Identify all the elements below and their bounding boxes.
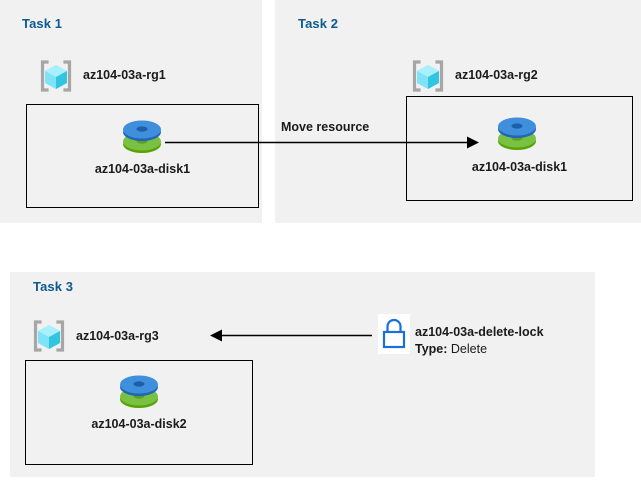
delete-lock-type: Type: Delete: [415, 342, 487, 356]
panel-task-3: [10, 272, 595, 477]
resource-container-task-2: [406, 96, 633, 201]
resource-group-label-rg3: az104-03a-rg3: [76, 329, 159, 343]
panel-task-1-title: Task 1: [22, 16, 63, 31]
managed-disk-icon: [120, 116, 164, 158]
panel-task-1: [0, 0, 262, 223]
managed-disk-icon: [117, 371, 161, 413]
padlock-icon: [378, 314, 410, 354]
resource-label-disk1-task-2: az104-03a-disk1: [471, 160, 568, 174]
delete-lock-arrow: [210, 329, 372, 342]
resource-label-disk2-task-3: az104-03a-disk2: [91, 417, 187, 431]
move-resource-arrow: [165, 136, 479, 149]
delete-lock-type-key: Type:: [415, 342, 448, 356]
resource-container-task-1: [26, 104, 259, 208]
resource-label-disk1-task-1: az104-03a-disk1: [94, 162, 191, 176]
panel-task-2: [275, 0, 641, 223]
resource-group-icon: [408, 56, 448, 96]
resource-group-icon: [29, 316, 69, 356]
delete-lock-name: az104-03a-delete-lock: [415, 325, 544, 339]
managed-disk-icon: [495, 113, 539, 155]
move-resource-label: Move resource: [281, 120, 370, 134]
resource-container-task-3: [25, 360, 253, 465]
resource-group-icon: [36, 56, 76, 96]
panel-task-2-title: Task 2: [298, 16, 339, 31]
delete-lock-type-value: Delete: [450, 342, 488, 356]
resource-group-label-rg2: az104-03a-rg2: [455, 68, 538, 82]
panel-task-3-title: Task 3: [33, 279, 74, 294]
resource-group-label-rg1: az104-03a-rg1: [83, 68, 166, 82]
